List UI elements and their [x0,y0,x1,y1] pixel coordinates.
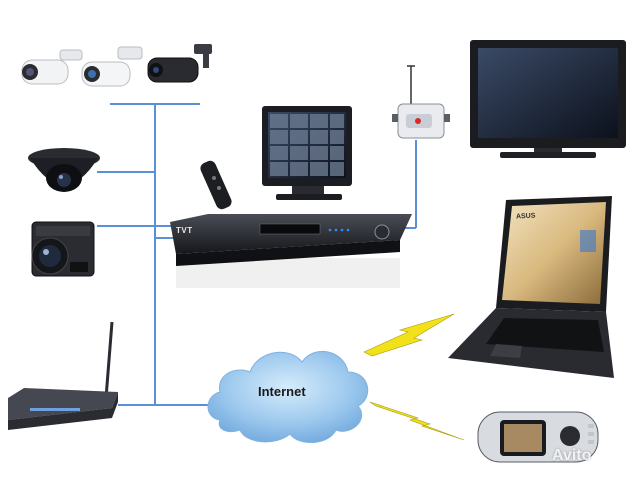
wireless-link-phone [369,401,465,441]
video-splitter [392,65,450,139]
laptop [448,196,614,378]
bullet-camera-black [147,44,212,83]
dome-camera [28,148,100,192]
watermark: Avito [552,447,592,464]
cctv-monitor [262,106,352,200]
internet-cloud [207,351,369,443]
mobile-phone [477,411,599,463]
dvr-brand-label: TVT [176,226,193,235]
internet-label: Internet [258,384,306,399]
lcd-tv [470,40,626,158]
bullet-camera-white-2 [81,46,143,87]
box-camera [31,221,95,277]
router [8,321,118,430]
laptop-brand-label: ASUS [515,212,536,221]
bullet-camera-white-1 [21,49,83,85]
dvr-recorder [170,214,412,288]
wireless-link-laptop [363,313,455,357]
remote-control [200,160,232,210]
